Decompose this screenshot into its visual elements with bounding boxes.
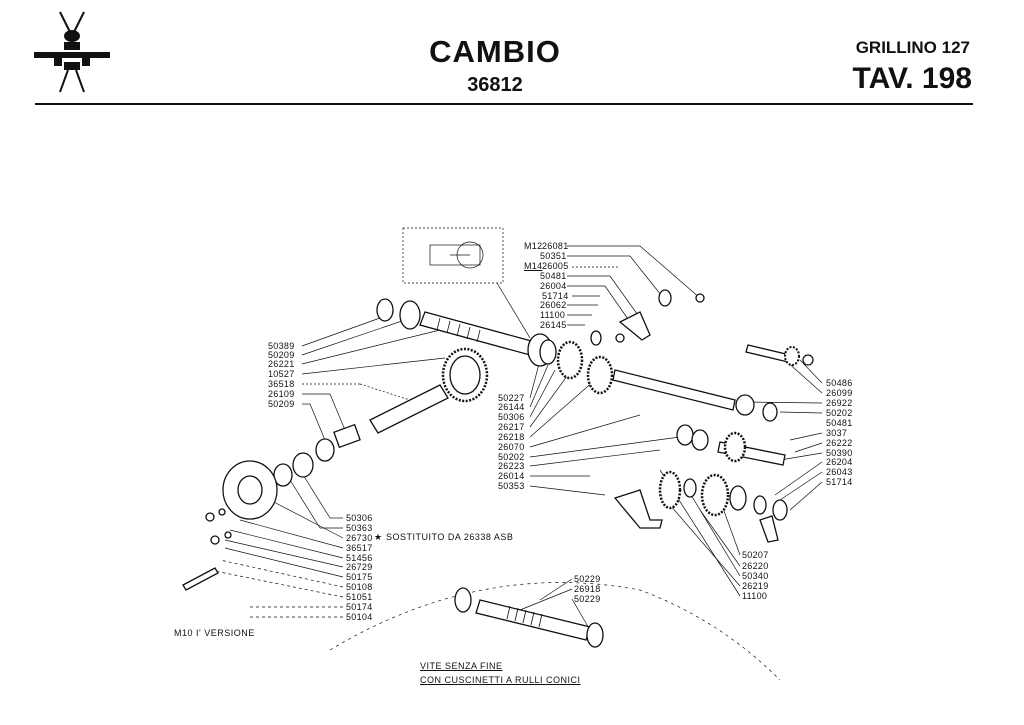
part-label: 26922 [826,398,853,408]
detail-inset [402,227,504,284]
part-label: 50207 [742,550,769,560]
part-label: 50202 [498,452,525,462]
part-label: 50108 [346,582,373,592]
part-label: 26729 [346,562,373,572]
worm-note-line2: CON CUSCINETTI A RULLI CONICI [420,675,581,685]
part-label: 51714 [542,291,569,301]
part-label: 36517 [346,543,373,553]
part-label: 26144 [498,402,525,412]
gear-26219 [700,473,730,517]
part-label: 26081 [542,241,569,251]
part-label: 26004 [540,281,567,291]
plate-number: TAV. 198 [852,62,972,95]
bearing-50389 [376,298,394,322]
fork-26014 [613,489,663,529]
part-label: 10527 [268,369,295,379]
part-label: 50202 [826,408,853,418]
part-label: 26204 [826,457,853,467]
part-label: 50227 [498,393,525,403]
part-label: 50363 [346,523,373,533]
part-label: 50306 [346,513,373,523]
model-name: GRILLINO 127 [855,38,970,57]
assembly-code: 36812 [467,74,523,96]
prefix-label: M12 [524,241,543,251]
part-label: 36518 [268,379,295,389]
part-label: 26062 [540,300,567,310]
shaft-26221 [419,311,536,356]
part-label: 51714 [826,477,853,487]
part-label: 50209 [268,399,295,409]
header-divider [35,103,973,105]
part-label: 50389 [268,341,295,351]
part-label: 50306 [498,412,525,422]
gear-26217 [556,340,584,380]
part-label: 26220 [742,561,769,571]
prefix-label: M14 [524,261,543,271]
part-label: 3037 [826,428,848,438]
part-label: 51456 [346,553,373,563]
part-label: 26070 [498,442,525,452]
gear-26220 [658,470,682,510]
part-label: 50174 [346,602,373,612]
part-label: 26218 [498,432,525,442]
bearing-26109 [333,423,361,449]
replacement-star: ★ [374,532,383,542]
part-label: 50481 [540,271,567,281]
hornet-logo-icon [34,11,110,93]
part-label: 26219 [742,581,769,591]
part-label: 26221 [268,359,295,369]
bearing-50209 [399,300,421,330]
logo [30,8,112,94]
part-label: 26014 [498,471,525,481]
part-label: 26145 [540,320,567,330]
bearing-50229b [586,622,604,648]
part-label: 26217 [498,422,525,432]
part-label: 26223 [498,461,525,471]
worm-26918 [475,599,591,641]
worm-note-line1: VITE SENZA FINE [420,661,503,671]
part-label: 26730 [346,533,373,543]
part-label: 26099 [826,388,853,398]
part-label: 26918 [574,584,601,594]
shaft-36518 [369,384,449,434]
replacement-note: SOSTITUITO DA 26338 ASB [386,532,514,542]
ring-50363 [273,463,293,487]
part-label: 26222 [826,438,853,448]
part-label: 26005 [542,261,569,271]
ring-50306 [292,452,314,478]
part-label: 50229 [574,594,601,604]
part-label: 50340 [742,571,769,581]
part-label: 50481 [826,418,853,428]
version-note: M10 I' VERSIONE [174,628,255,638]
part-label: 50353 [498,481,525,491]
part-label: 50175 [346,572,373,582]
part-label: 50104 [346,612,373,622]
part-label: 50390 [826,448,853,458]
bearing-50229a [454,587,472,613]
part-label: 11100 [540,310,566,320]
part-label: 26043 [826,467,853,477]
part-label: 26109 [268,389,295,399]
part-label: 50209 [268,350,295,360]
page-title: CAMBIO [429,34,561,69]
part-label: 51051 [346,592,373,602]
shaft-26070 [612,369,736,411]
part-label: 50351 [540,251,567,261]
part-label: 50486 [826,378,853,388]
part-label: 11100 [742,591,768,601]
bearing-50209b [315,438,335,462]
part-label: 50229 [574,574,601,584]
gear-26218 [586,355,614,395]
